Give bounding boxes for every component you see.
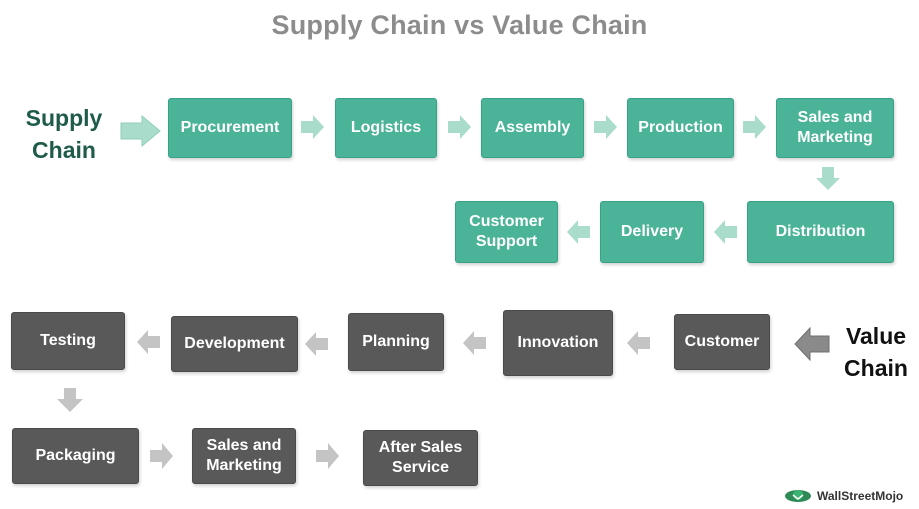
left-arrow-icon — [567, 220, 590, 244]
supply-step-production: Production — [627, 98, 734, 158]
left-arrow-icon — [627, 331, 650, 355]
value-step-label: Planning — [362, 333, 430, 350]
left-arrow-icon — [305, 332, 328, 356]
right-arrow-icon — [448, 115, 471, 139]
value-step-label-line2: Service — [392, 459, 449, 476]
value-chain-label: Value Chain — [834, 320, 918, 384]
left-arrow-icon — [714, 220, 737, 244]
left-arrow-icon — [463, 331, 486, 355]
value-step-after-sales-service: After Sales Service — [363, 430, 478, 486]
supply-step-label: Procurement — [180, 119, 280, 136]
value-step-label: Development — [184, 335, 285, 352]
supply-chain-entry-arrow — [120, 115, 161, 147]
value-step-label-line1: After Sales — [378, 439, 463, 456]
supply-step-procurement: Procurement — [168, 98, 292, 158]
supply-chain-label: Supply Chain — [18, 102, 110, 166]
supply-step-label: Logistics — [350, 119, 422, 136]
supply-step-label-line2: Support — [475, 233, 538, 250]
logo-text: WallStreetMojo — [817, 489, 904, 503]
supply-chain-label-line2: Chain — [32, 137, 96, 163]
supply-step-logistics: Logistics — [335, 98, 437, 158]
supply-chain-label-line1: Supply — [25, 105, 103, 131]
right-arrow-icon — [594, 115, 617, 139]
value-step-development: Development — [171, 316, 298, 372]
right-arrow-icon — [150, 443, 173, 469]
right-arrow-icon — [316, 443, 339, 469]
supply-step-label-line1: Sales and — [797, 109, 873, 126]
supply-step-label-line2: Marketing — [797, 129, 873, 146]
down-arrow-icon — [816, 167, 840, 190]
supply-step-customer-support: Customer Support — [455, 201, 558, 263]
supply-step-assembly: Assembly — [481, 98, 584, 158]
value-step-packaging: Packaging — [12, 428, 139, 484]
value-step-label-line1: Sales and — [206, 437, 282, 454]
supply-step-label: Assembly — [494, 119, 571, 136]
value-step-label: Testing — [40, 332, 96, 349]
right-arrow-icon — [301, 115, 324, 139]
value-step-sales-marketing: Sales and Marketing — [192, 428, 296, 484]
wallstreetmojo-logo: WallStreetMojo — [783, 486, 903, 506]
wallstreetmojo-logo-icon — [785, 490, 811, 502]
value-step-testing: Testing — [11, 312, 125, 370]
supply-step-delivery: Delivery — [600, 201, 704, 263]
right-arrow-icon — [743, 115, 766, 139]
value-step-planning: Planning — [348, 313, 444, 371]
left-arrow-icon — [137, 330, 160, 354]
supply-step-distribution: Distribution — [747, 201, 894, 263]
down-arrow-icon — [57, 388, 83, 412]
value-step-label: Customer — [684, 333, 760, 350]
value-step-label: Innovation — [517, 334, 599, 351]
supply-step-label: Distribution — [775, 223, 866, 240]
diagram-title: Supply Chain vs Value Chain — [271, 10, 648, 40]
supply-step-label: Production — [638, 119, 723, 136]
value-chain-label-line1: Value — [845, 323, 907, 349]
value-step-innovation: Innovation — [503, 310, 613, 376]
value-chain-entry-arrow — [794, 327, 830, 361]
supply-step-label-line1: Customer — [469, 213, 544, 230]
value-step-label-line2: Marketing — [206, 457, 282, 474]
value-step-label: Packaging — [35, 447, 116, 464]
value-step-customer: Customer — [674, 314, 770, 370]
value-chain-label-line2: Chain — [844, 355, 908, 381]
supply-step-sales-marketing: Sales and Marketing — [776, 98, 894, 158]
supply-step-label: Delivery — [620, 223, 684, 240]
